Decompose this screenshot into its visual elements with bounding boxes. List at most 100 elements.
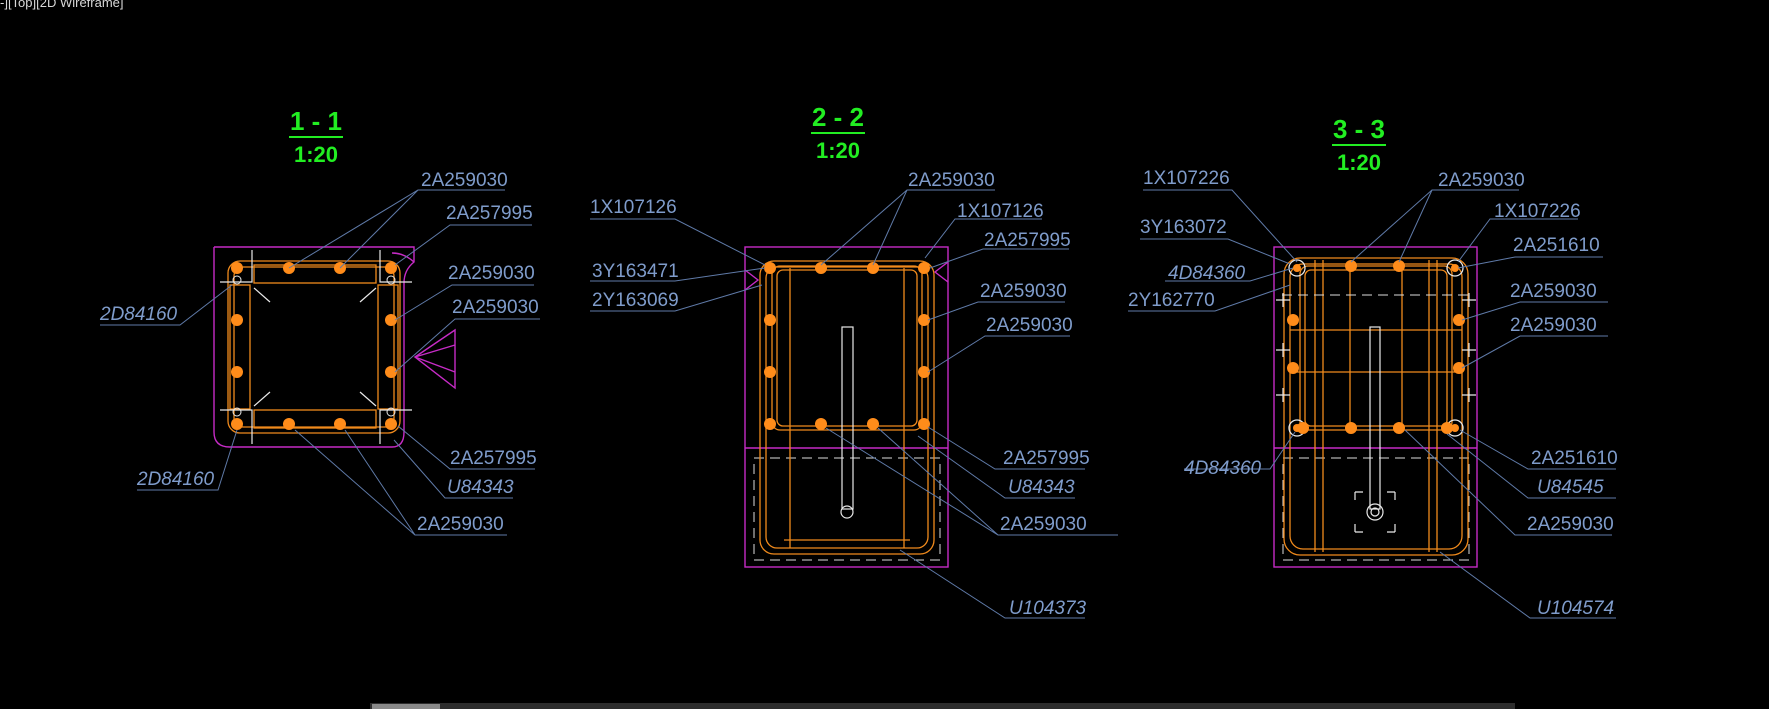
rebar-label: 2A259030 <box>986 315 1073 336</box>
section-title: 1 - 1 <box>290 106 342 136</box>
leader <box>1446 433 1616 499</box>
leader <box>1457 256 1603 269</box>
leader <box>1140 238 1291 265</box>
rebar-label: 2D84160 <box>136 469 215 490</box>
rebar-label: U104574 <box>1537 598 1614 619</box>
corner-bars <box>220 250 412 444</box>
rebar-label: 4D84360 <box>1168 263 1246 284</box>
rebars <box>1287 259 1465 437</box>
leader <box>394 224 532 266</box>
leader <box>100 284 233 326</box>
rebar-label: 1X107126 <box>590 197 677 218</box>
section-scale: 1:20 <box>1337 150 1381 175</box>
rebar-label: 2D84160 <box>99 304 178 325</box>
leader <box>1128 284 1291 312</box>
leader <box>393 439 513 499</box>
section-outline <box>1273 246 1478 568</box>
leader <box>590 267 766 282</box>
leader <box>1461 301 1608 321</box>
leader <box>1165 267 1294 282</box>
outline-break <box>744 269 760 291</box>
leader <box>927 335 1070 373</box>
left-link <box>229 284 251 410</box>
rebar-label: 2A257995 <box>446 203 533 224</box>
rebar-label: 2A259030 <box>1510 281 1597 302</box>
leader <box>1143 189 1298 263</box>
upper-stirrup-inner <box>1304 269 1448 427</box>
rebar-label: 2A251610 <box>1513 235 1600 256</box>
rebar-label: U84343 <box>447 477 514 498</box>
leader <box>1461 335 1608 369</box>
bottom-link <box>253 409 377 429</box>
horizontal-scrollbar-thumb[interactable] <box>372 704 440 709</box>
rebar-label: U84343 <box>1008 477 1075 498</box>
section-scale: 1:20 <box>294 142 338 167</box>
outer-stirrup <box>227 260 401 434</box>
leader <box>1459 429 1616 470</box>
leader <box>1457 218 1578 263</box>
rebar-label: 2A259030 <box>1510 315 1597 336</box>
leader <box>294 429 507 536</box>
leader <box>1184 431 1296 470</box>
leader <box>820 189 995 266</box>
rebar-label: 2A259030 <box>1527 514 1614 535</box>
rebar-label: 2Y163069 <box>592 290 679 311</box>
section-3-3: 3 - 3 1:20 <box>1128 114 1618 619</box>
viewport-controls-label[interactable]: -][Top][2D Wireframe] <box>0 0 124 10</box>
rebar-label: 2A259030 <box>1000 514 1087 535</box>
horizontal-scrollbar[interactable] <box>370 703 1515 709</box>
corner-hooks <box>253 287 377 407</box>
outline-chamfer <box>391 252 415 263</box>
break-symbol <box>413 328 456 390</box>
section-scale: 1:20 <box>816 138 860 163</box>
leader <box>590 284 763 312</box>
center-bar-end <box>840 505 854 519</box>
leader <box>394 318 540 373</box>
rebar-label: 2A259030 <box>980 281 1067 302</box>
outer-stirrup <box>1283 257 1469 556</box>
leader <box>929 248 1069 269</box>
section-2-2: 2 - 2 1:20 2A <box>590 102 1118 619</box>
rebar-label: 2A259030 <box>421 170 508 191</box>
upper-stirrup <box>771 265 923 431</box>
leader <box>899 549 1085 619</box>
rebar-label: 2A257995 <box>984 230 1071 251</box>
rebar-label: 1X107226 <box>1494 201 1581 222</box>
anchor-box <box>1354 491 1396 533</box>
leader <box>137 429 238 491</box>
leader <box>924 218 1042 259</box>
section-1-1: 1 - 1 1:20 <box>99 106 540 536</box>
rebar-label: 2A257995 <box>450 448 537 469</box>
center-bar <box>841 326 854 510</box>
rebar-label: 2A251610 <box>1531 448 1618 469</box>
leader <box>1350 189 1519 263</box>
outer-stirrup-inner <box>765 266 929 549</box>
upper-stirrup-inner <box>776 269 918 427</box>
leader <box>590 218 766 266</box>
leader <box>825 427 1118 536</box>
rebar-label: 2A259030 <box>417 514 504 535</box>
leader <box>394 284 534 321</box>
rebar-label: 2A259030 <box>452 297 539 318</box>
rebar-label: 2A259030 <box>1438 170 1525 191</box>
leader <box>927 426 1085 470</box>
rebar-label: 3Y163471 <box>592 261 679 282</box>
rebar-label: U84545 <box>1537 477 1604 498</box>
rebars <box>764 262 930 430</box>
right-link <box>377 284 399 410</box>
rebar-label: 2A259030 <box>448 263 535 284</box>
section-title: 3 - 3 <box>1333 114 1385 144</box>
center-bar <box>1369 326 1381 510</box>
section-outline <box>744 246 949 568</box>
top-link <box>253 264 377 284</box>
outer-stirrup-inner <box>233 266 395 428</box>
upper-stirrup <box>1299 265 1453 431</box>
leader <box>927 301 1065 321</box>
rebar-label: 2A257995 <box>1003 448 1090 469</box>
leader <box>288 189 505 269</box>
section-outline <box>213 246 415 448</box>
center-bar-end <box>1366 503 1384 521</box>
rebar-label: 1X107226 <box>1143 168 1230 189</box>
rebars <box>231 262 397 430</box>
